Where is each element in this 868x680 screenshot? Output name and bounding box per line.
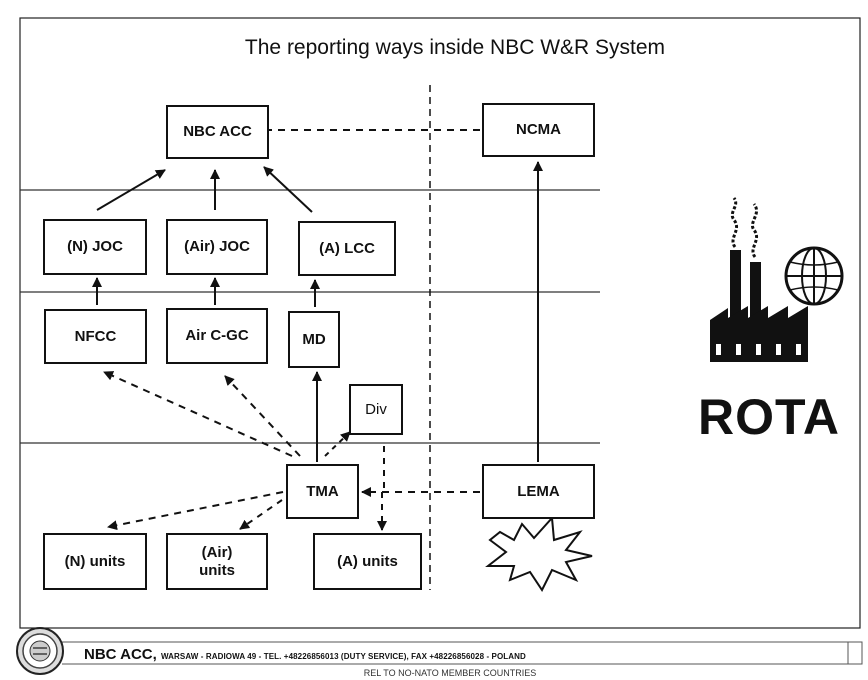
node-nbc-acc: NBC ACC (166, 105, 269, 159)
diagram-title: The reporting ways inside NBC W&R System (244, 36, 666, 59)
footer-end-box (847, 641, 863, 665)
footer-org-name: NBC ACC, (84, 646, 157, 663)
arrow-alcc-to-nbcacc (263, 166, 313, 213)
node-ncma: NCMA (482, 103, 595, 157)
seal-icon (16, 627, 64, 675)
arrow-tma-to-nunits (107, 491, 284, 531)
node-air-cgc: Air C-GC (166, 308, 268, 364)
rota-logo-text: ROTA (698, 389, 840, 445)
footer-release-marking: REL TO NO-NATO MEMBER COUNTRIES (363, 668, 537, 678)
node-a-units: (A) units (313, 533, 422, 590)
factory-icon (710, 197, 808, 362)
node-n-joc: (N) JOC (43, 219, 147, 275)
slide-border (19, 17, 861, 629)
node-air-joc: (Air) JOC (166, 219, 268, 275)
node-air-units-line2: units (199, 561, 235, 579)
footer-organization: NBC ACC, WARSAW - RADIOWA 49 - TEL. +482… (84, 646, 526, 663)
node-air-units: (Air) units (166, 533, 268, 590)
node-air-units-line1: (Air) (201, 543, 233, 561)
explosion-icon (485, 515, 593, 592)
arrow-tma-to-airunits (239, 499, 283, 530)
node-md: MD (288, 311, 340, 368)
globe-icon (784, 246, 844, 306)
arrow-tma-to-div (324, 431, 351, 457)
node-a-lcc: (A) LCC (298, 221, 396, 276)
arrow-tma-to-nfcc (103, 371, 293, 457)
node-div: Div (349, 384, 403, 435)
node-nfcc: NFCC (44, 309, 147, 364)
arrow-div-to-aunits (377, 446, 387, 531)
node-lema: LEMA (482, 464, 595, 519)
arrow-tma-to-aircgc (224, 375, 301, 457)
node-tma: TMA (286, 464, 359, 519)
arrow-njoc-to-nbcacc (96, 169, 166, 211)
footer-address: WARSAW - RADIOWA 49 - TEL. +48226856013 … (160, 652, 526, 661)
node-n-units: (N) units (43, 533, 147, 590)
